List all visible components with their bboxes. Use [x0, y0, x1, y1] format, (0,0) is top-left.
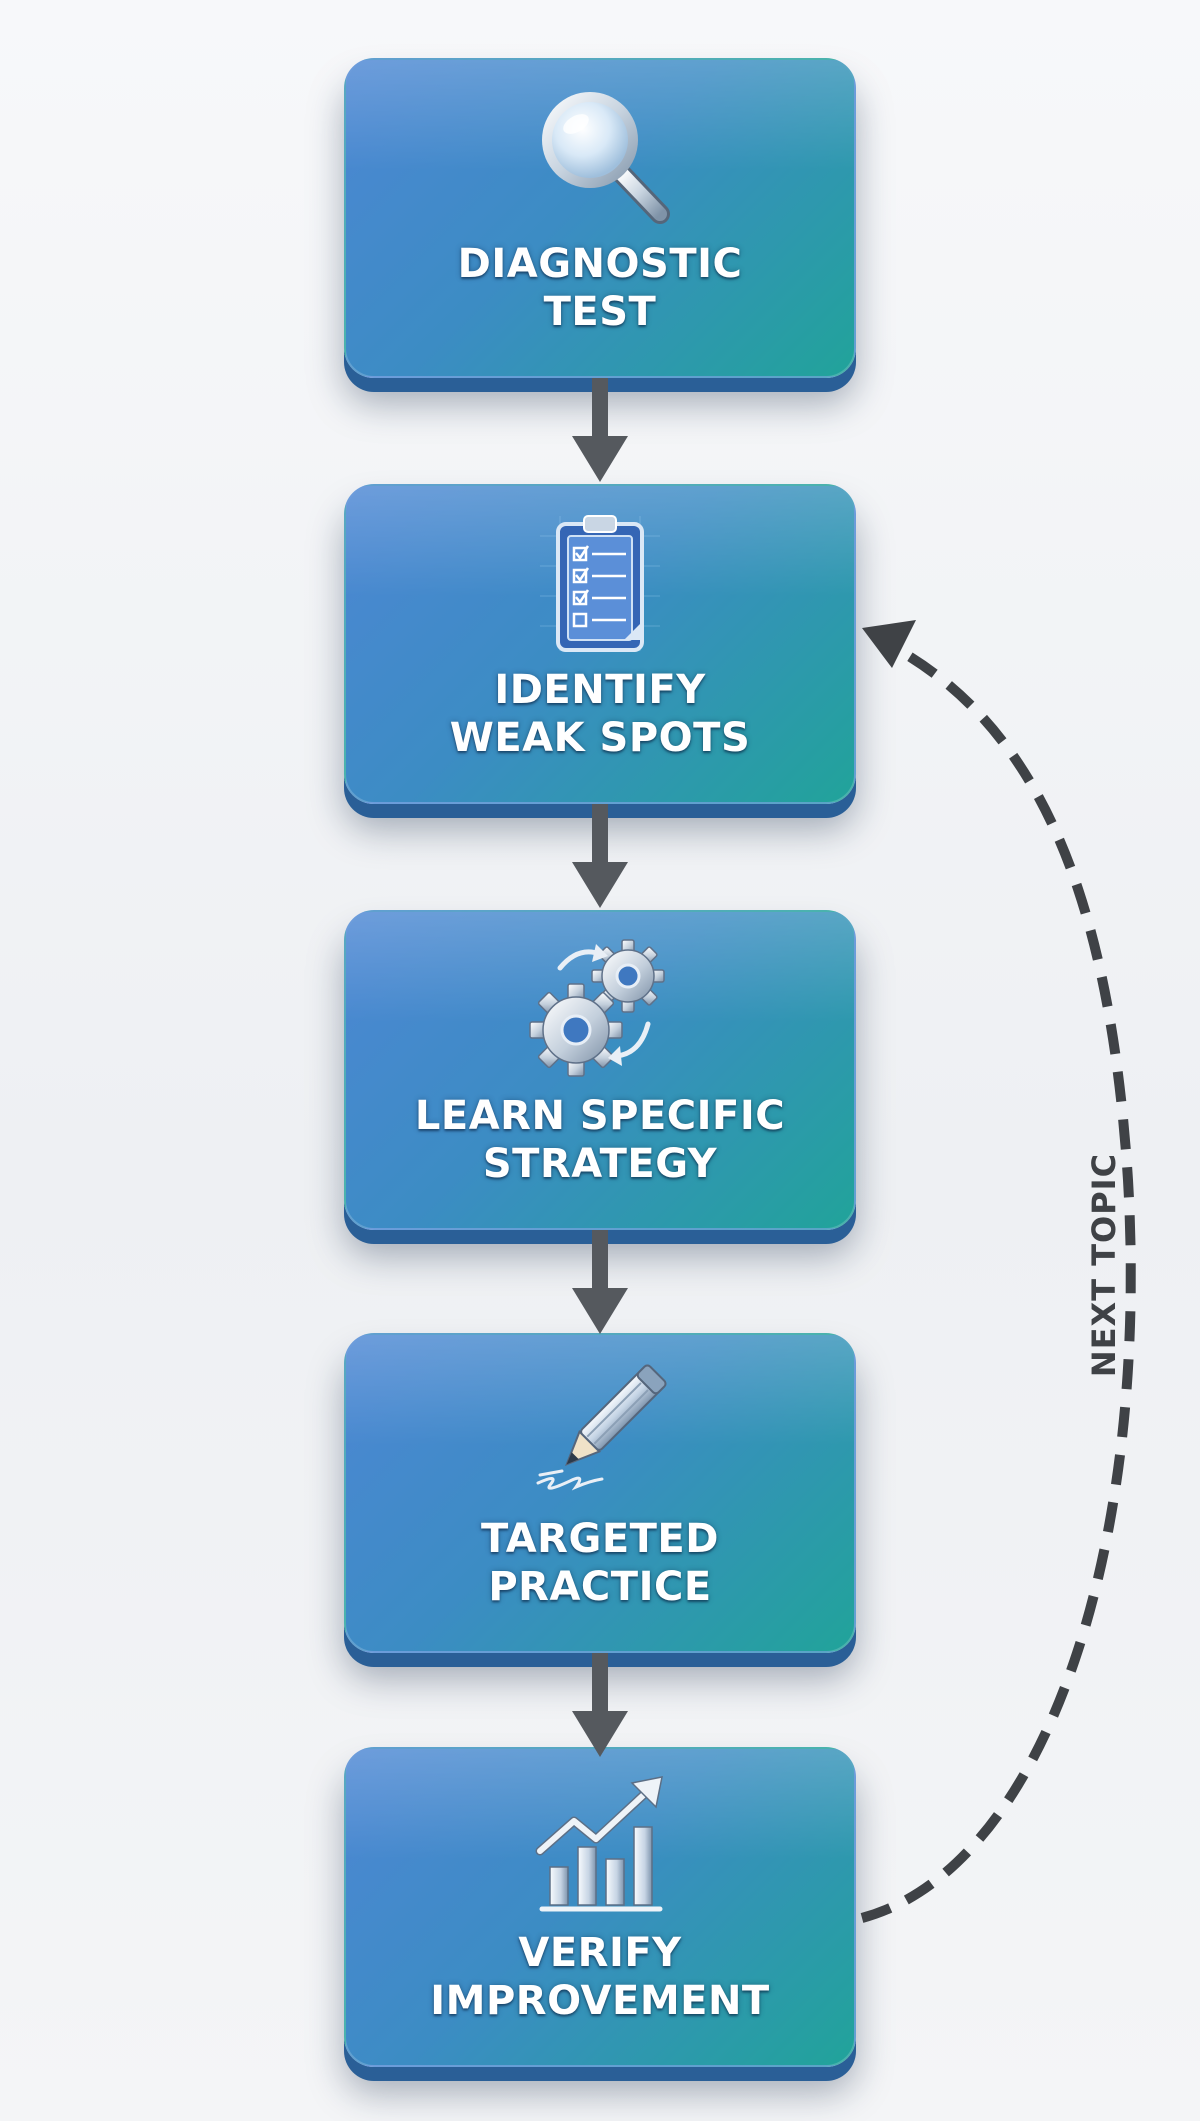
step-diagnostic-test: DIAGNOSTIC TEST [344, 58, 856, 378]
step-label: VERIFY IMPROVEMENT [430, 1930, 770, 2024]
magnifying-glass-icon [542, 92, 670, 224]
clipboard-checklist-icon [540, 515, 660, 652]
step-label: DIAGNOSTIC TEST [457, 241, 743, 335]
step-targeted-practice: TARGETED PRACTICE [344, 1333, 856, 1653]
step-label: TARGETED PRACTICE [481, 1516, 719, 1610]
step-identify-weak-spots: IDENTIFY WEAK SPOTS [344, 484, 856, 804]
down-arrow-4 [572, 1653, 628, 1757]
down-arrow-3 [572, 1230, 628, 1334]
down-arrow-2 [572, 804, 628, 908]
pencil-icon [536, 1364, 667, 1491]
down-arrow-1 [572, 378, 628, 482]
step-learn-specific-strategy: LEARN SPECIFIC STRATEGY [344, 910, 856, 1230]
growth-chart-icon [535, 1776, 663, 1912]
next-topic-label: NEXT TOPIC [1085, 1152, 1123, 1378]
step-label: LEARN SPECIFIC STRATEGY [414, 1093, 786, 1187]
step-verify-improvement: VERIFY IMPROVEMENT [344, 1747, 856, 2067]
step-label: IDENTIFY WEAK SPOTS [449, 667, 751, 761]
gears-icon [529, 939, 665, 1077]
